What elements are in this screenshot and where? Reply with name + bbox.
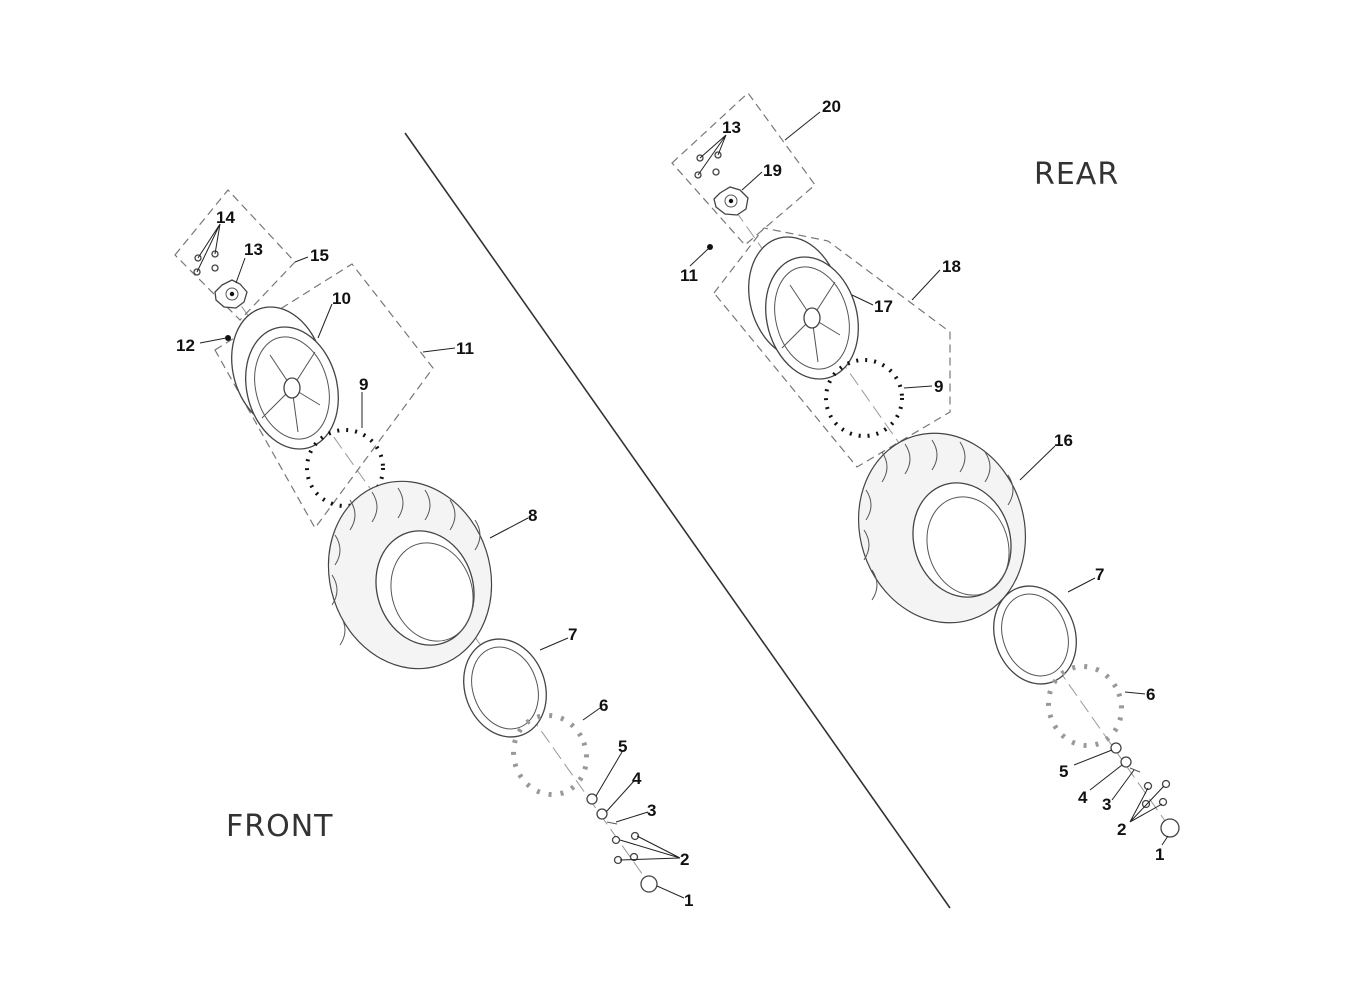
rear-beadlock-ring xyxy=(993,585,1077,685)
front-cotter-pin xyxy=(606,821,618,825)
front-callout-5: 5 xyxy=(618,737,627,756)
front-valve-stem xyxy=(225,335,231,341)
front-callout-3: 3 xyxy=(647,801,656,820)
rear-hub-cap xyxy=(1160,818,1180,838)
front-leader-lines xyxy=(196,223,685,899)
front-callout-12: 12 xyxy=(176,336,195,355)
front-section-label: FRONT xyxy=(226,809,333,844)
front-callout-15: 15 xyxy=(310,246,329,265)
rear-lug-nuts xyxy=(1141,779,1171,809)
rear-callout-9: 9 xyxy=(934,377,943,396)
rear-callout-13: 13 xyxy=(722,118,741,137)
front-callout-10: 10 xyxy=(332,289,351,308)
rear-ring-bolts xyxy=(1046,663,1124,749)
section-divider xyxy=(404,132,951,909)
front-hub xyxy=(214,279,248,309)
front-washer xyxy=(586,793,598,805)
rear-callout-16: 16 xyxy=(1054,431,1073,450)
rear-section-label: REAR xyxy=(1034,157,1119,192)
front-lug-nuts xyxy=(611,831,640,865)
rear-callout-1: 1 xyxy=(1155,845,1164,864)
rear-callout-3: 3 xyxy=(1102,795,1111,814)
front-beadlock-bolts xyxy=(305,428,385,508)
rear-wheel-assembly: 20 13 19 11 18 17 9 16 7 6 5 4 3 2 1 xyxy=(671,92,1180,864)
front-wheel-assembly: 14 13 15 10 12 11 9 8 7 6 5 4 3 2 1 xyxy=(174,189,693,910)
front-tire xyxy=(327,480,493,670)
rear-callout-17: 17 xyxy=(874,297,893,316)
rear-wheel-rim xyxy=(748,236,859,380)
rear-hub xyxy=(713,186,749,216)
front-callout-1: 1 xyxy=(684,891,693,910)
front-callout-2: 2 xyxy=(680,850,689,869)
rear-callout-11: 11 xyxy=(680,266,698,285)
rear-callout-5: 5 xyxy=(1059,762,1068,781)
front-callout-14: 14 xyxy=(216,208,235,227)
rear-callout-2: 2 xyxy=(1117,820,1126,839)
rear-callout-20: 20 xyxy=(822,97,841,116)
rear-callout-19: 19 xyxy=(763,161,782,180)
rear-callout-7: 7 xyxy=(1095,565,1104,584)
front-callout-11: 11 xyxy=(456,339,474,358)
front-callout-13: 13 xyxy=(244,240,263,259)
rear-hub-kit-box xyxy=(671,92,816,246)
front-callout-9: 9 xyxy=(359,375,368,394)
front-hub-cap xyxy=(640,875,658,893)
rear-tire xyxy=(857,432,1027,624)
rear-callout-6: 6 xyxy=(1146,685,1155,704)
front-axle-nut xyxy=(596,808,608,820)
front-callout-6: 6 xyxy=(599,696,608,715)
front-wheel-kit-box xyxy=(214,263,434,530)
front-callout-8: 8 xyxy=(528,506,537,525)
rear-beadlock-bolts xyxy=(824,358,904,438)
rear-valve-stem xyxy=(707,244,713,250)
rear-leader-lines xyxy=(689,111,1169,846)
front-callout-4: 4 xyxy=(632,769,642,788)
rear-axle-nut xyxy=(1120,756,1132,768)
rear-wheel-kit-box xyxy=(713,227,951,468)
rear-cotter-pin xyxy=(1129,767,1141,773)
rear-callout-18: 18 xyxy=(942,257,961,276)
front-callout-7: 7 xyxy=(568,625,577,644)
front-ring-bolts xyxy=(511,712,589,798)
front-beadlock-ring xyxy=(463,638,547,738)
rear-wheel-studs xyxy=(694,151,722,179)
front-wheel-rim xyxy=(231,306,339,450)
rear-callout-4: 4 xyxy=(1078,788,1088,807)
rear-washer xyxy=(1110,742,1122,754)
